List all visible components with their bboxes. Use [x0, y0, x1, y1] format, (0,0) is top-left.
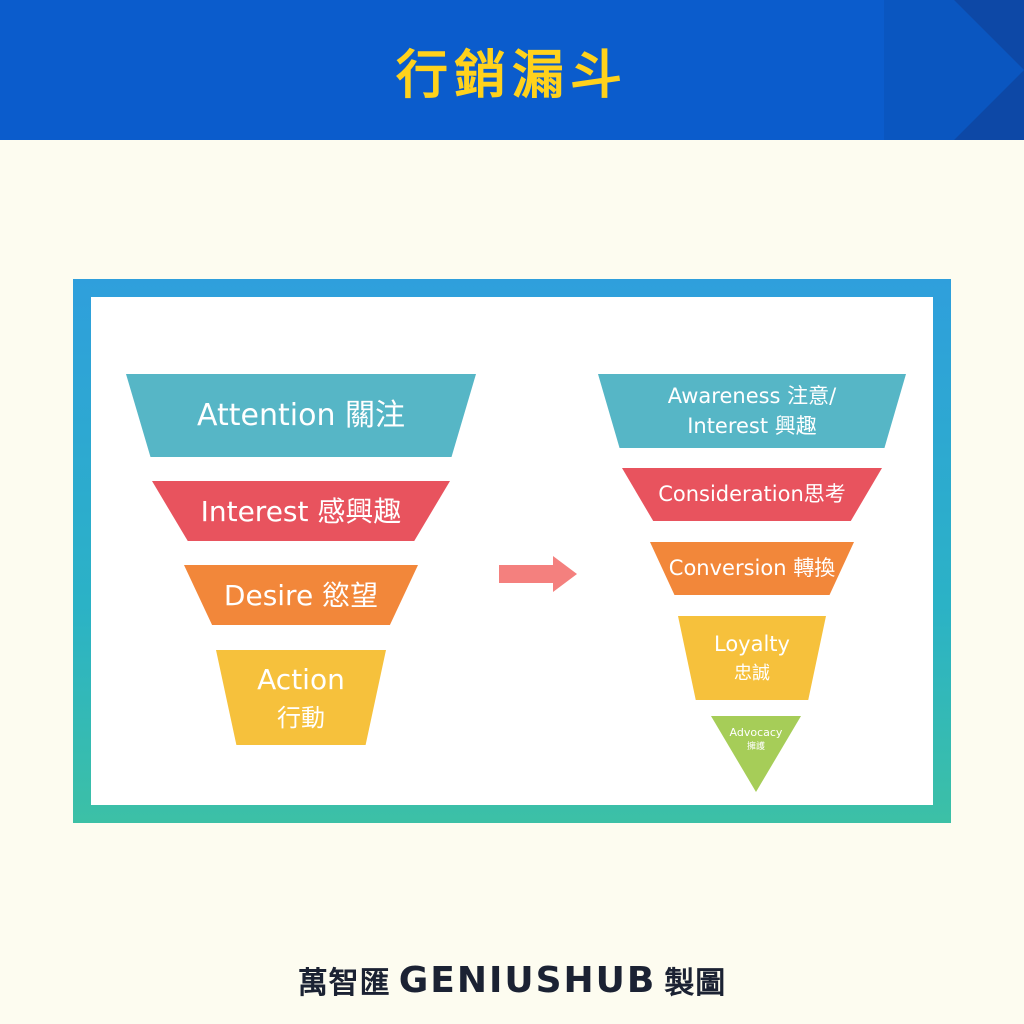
left-stage-attention: Attention 關注: [126, 374, 476, 457]
footer-prefix: 萬智匯: [297, 966, 391, 1001]
right-stage-awareness-interest: Awareness 注意/ Interest 興趣: [598, 374, 906, 448]
arrow-right-icon: [499, 556, 577, 592]
left-stage-interest: Interest 感興趣: [152, 481, 450, 541]
page-title: 行銷漏斗: [395, 45, 628, 106]
footer-brand: GENIUSHUB: [398, 959, 657, 1001]
footer-credit: 萬智匯 GENIUSHUB 製圖: [0, 955, 1024, 1005]
right-stage-advocacy-label-en: Advocacy: [729, 726, 783, 739]
right-stage-consideration: Consideration思考: [622, 468, 882, 521]
right-stage-consideration-label: Consideration思考: [658, 482, 846, 507]
left-stage-action-label-en: Action: [257, 663, 345, 696]
right-stage-interest-label: Interest 興趣: [687, 414, 817, 438]
footer-suffix: 製圖: [664, 966, 727, 1001]
right-stage-conversion-label: Conversion 轉換: [668, 556, 836, 581]
header-banner: 行銷漏斗: [0, 0, 1024, 140]
right-stage-conversion: Conversion 轉換: [650, 542, 854, 595]
right-stage-awareness-label: Awareness 注意/: [667, 383, 837, 408]
right-stage-loyalty-label-zh: 忠誠: [734, 662, 770, 684]
right-stage-loyalty-label-en: Loyalty: [714, 631, 790, 656]
right-stage-loyalty: Loyalty 忠誠: [678, 616, 826, 700]
left-stage-desire: Desire 慾望: [184, 565, 418, 625]
left-stage-action-label-zh: 行動: [277, 704, 325, 732]
right-stage-advocacy-label-zh: 擁護: [746, 741, 765, 752]
chevron-decoration-icon: [884, 0, 1024, 140]
left-stage-interest-label: Interest 感興趣: [200, 494, 402, 528]
left-stage-attention-label: Attention 關注: [197, 397, 405, 433]
left-stage-desire-label: Desire 慾望: [223, 578, 379, 612]
left-stage-action: Action 行動: [216, 650, 386, 745]
